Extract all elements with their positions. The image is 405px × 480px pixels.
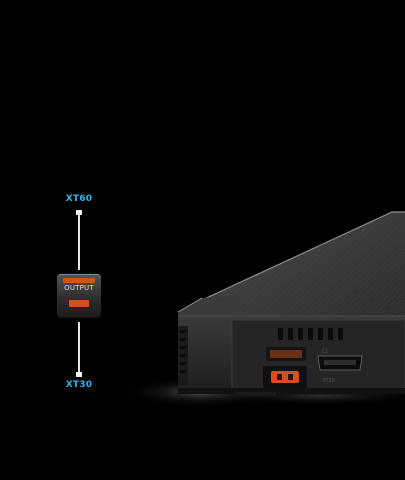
top-surface-texture [202,212,405,330]
output-port-icon: OUTPUT [57,274,101,318]
top-edge-highlight [201,211,405,301]
lip-edge [177,297,203,313]
xt60-port-insert [270,350,302,358]
base [178,388,405,394]
callout-line-top [78,214,80,270]
output-port-text: OUTPUT [64,284,94,292]
side-vents [180,330,186,373]
output-port-lower-slot [69,300,89,307]
slot-mark-1: □ [322,347,328,354]
xt60-label: XT60 [65,194,93,204]
callout-cap-bottom [76,372,82,377]
callout-line-bottom [78,322,80,374]
foot [236,392,276,396]
callout-cap-top [76,210,82,215]
xt30-label: XT30 [65,380,93,390]
xt30-port-insert [271,371,299,383]
output-port-upper-slot [63,278,95,283]
port-mark: XT30 [322,378,335,384]
panel-vents [278,328,343,340]
